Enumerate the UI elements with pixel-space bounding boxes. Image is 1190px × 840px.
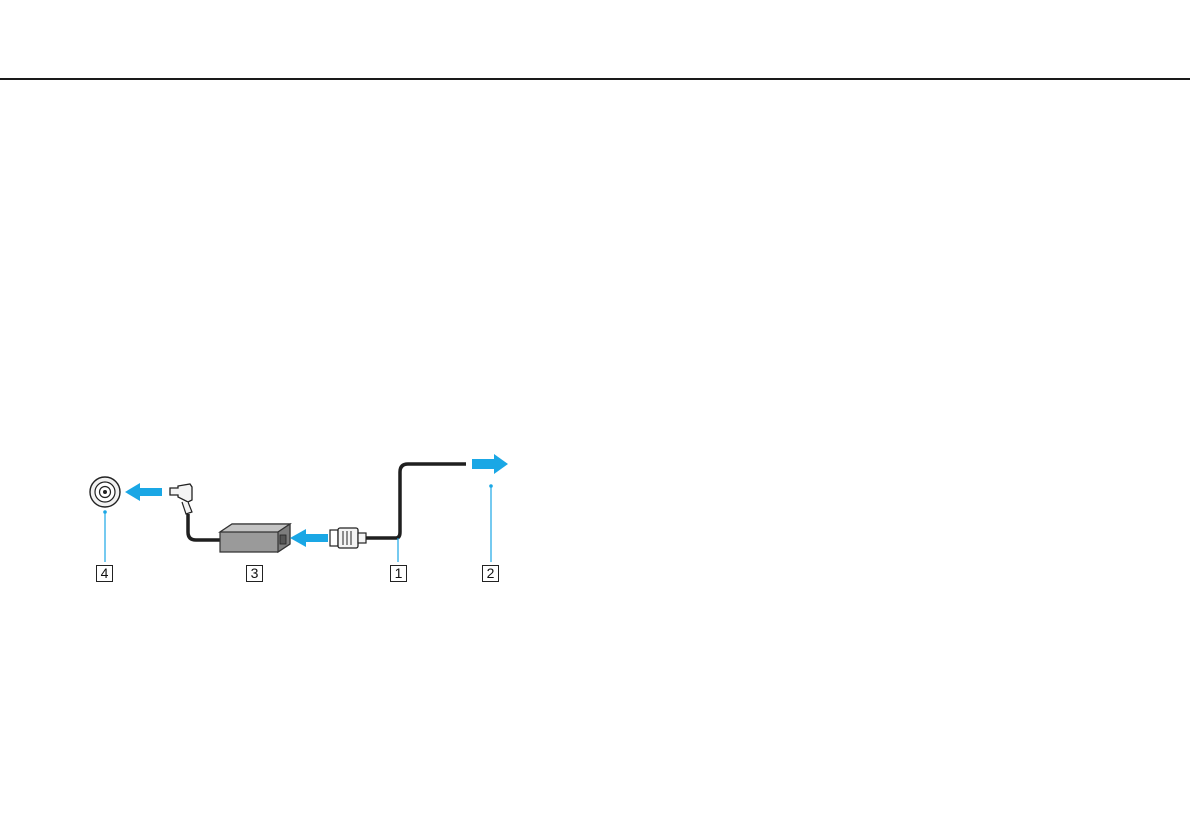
callout-ac-cord: 1 — [390, 565, 407, 582]
ac-cord-plug-icon — [330, 528, 366, 548]
ac-power-cord — [366, 464, 466, 538]
callout-ac-outlet: 2 — [482, 565, 499, 582]
callout-ac-adapter: 3 — [246, 565, 263, 582]
header-rule — [0, 78, 1190, 80]
dc-cable — [188, 514, 222, 540]
dc-plug-icon — [170, 484, 192, 514]
dc-in-port-icon — [90, 477, 120, 507]
callout-dc-in-port: 4 — [96, 565, 113, 582]
connection-diagram: 4 3 1 2 — [70, 440, 530, 600]
arrow-to-outlet-icon — [472, 454, 508, 474]
arrow-to-adapter-icon — [290, 529, 328, 547]
arrow-to-port-icon — [125, 483, 162, 501]
ac-adapter-icon — [220, 524, 290, 552]
diagram-artwork — [70, 440, 530, 600]
